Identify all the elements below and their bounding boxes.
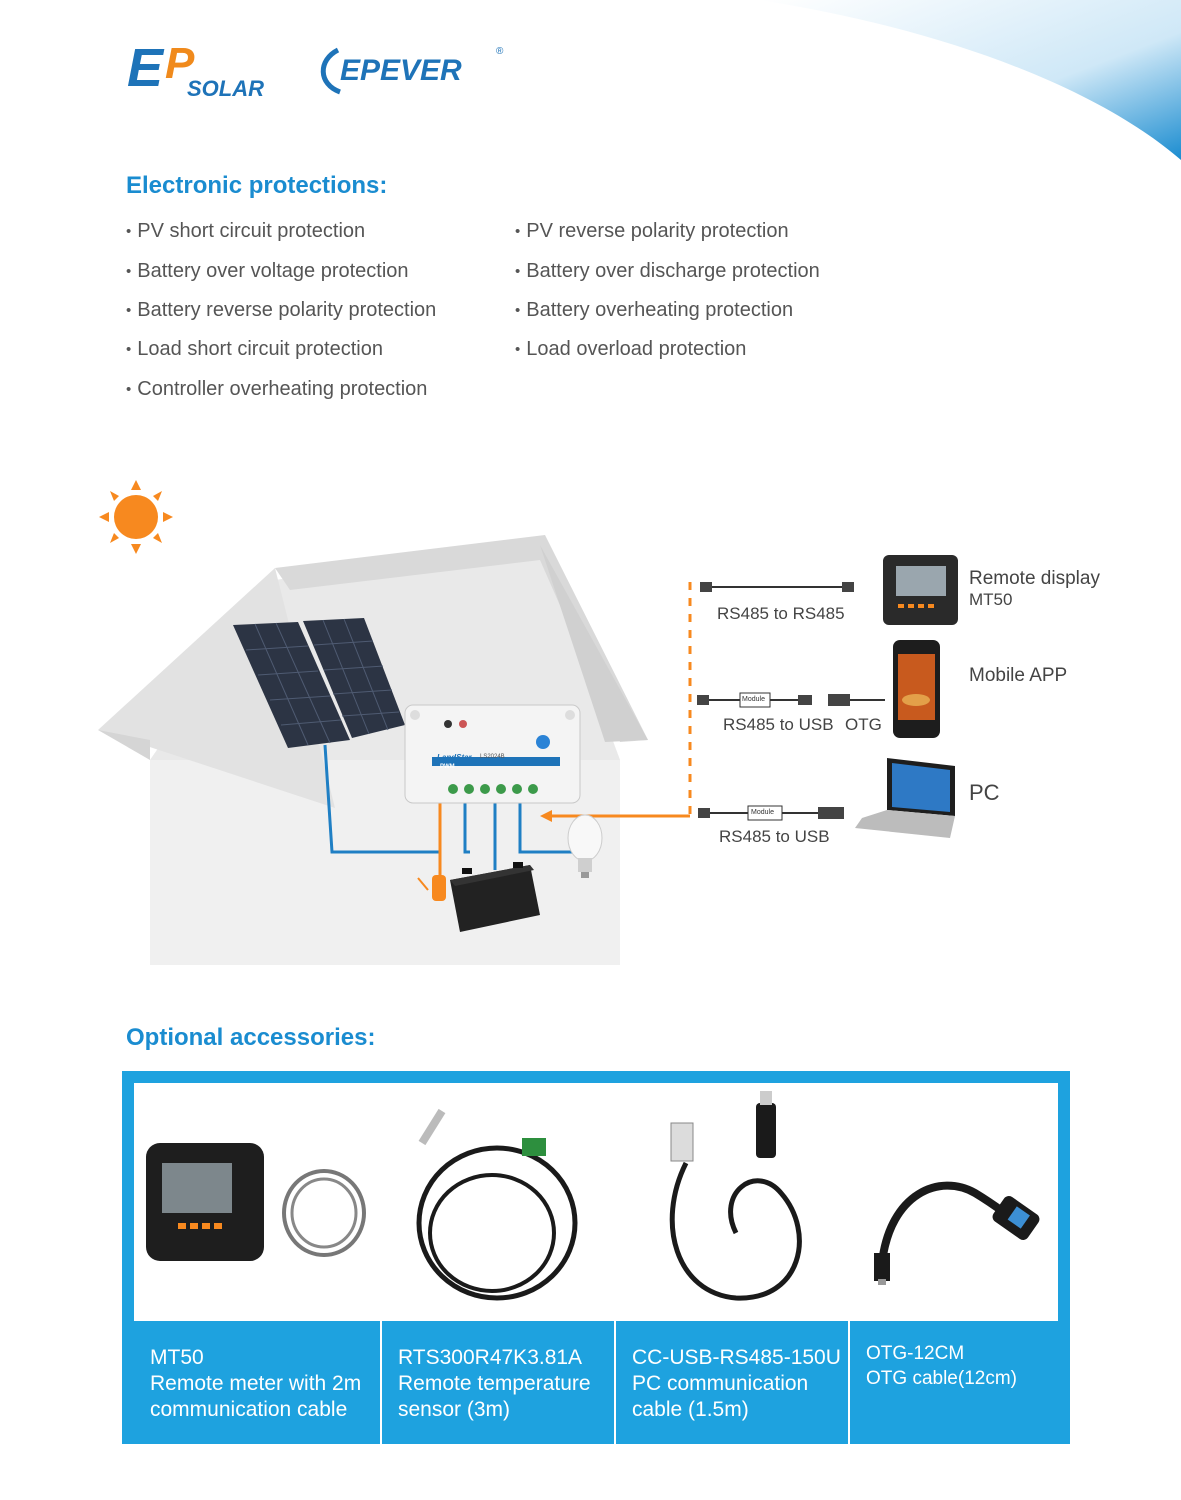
usb-cable-product-image (669, 1091, 802, 1301)
cable-rs485-usb-mobile (697, 692, 885, 708)
otg-cable-product-image (874, 1181, 1040, 1285)
protection-item: Load overload protection (515, 338, 746, 361)
protection-item: Battery overheating protection (515, 299, 793, 322)
accessory-image (850, 1083, 1058, 1321)
temperature-sensor-icon (417, 875, 446, 901)
accessory-text: MT50 Remote meter with 2m communication … (150, 1346, 362, 1421)
accessory-card-rts300: RTS300R47K3.81A Remote temperature senso… (382, 1083, 614, 1432)
accessory-image (616, 1083, 848, 1321)
accessory-card-mt50: MT50 Remote meter with 2m communication … (134, 1083, 380, 1432)
controller-model-label: LS2024B (480, 754, 505, 760)
mobile-phone-device (893, 640, 940, 738)
remote-display-device (883, 555, 958, 625)
solar-panels (233, 618, 405, 748)
svg-text:E: E (127, 38, 165, 98)
epever-logo: EPEVER ® (320, 46, 504, 95)
mt50-product-image (146, 1143, 366, 1261)
cable-rs485-usb-pc (698, 805, 844, 821)
epsolar-logo: E P SOLAR (127, 38, 264, 101)
laptop-device (855, 758, 955, 838)
accessories-panel: MT50 Remote meter with 2m communication … (122, 1071, 1070, 1444)
protection-item: Load short circuit protection (126, 338, 383, 361)
accessory-image (382, 1083, 614, 1321)
cable-label-rs485-usb-mobile: RS485 to USB (723, 715, 834, 734)
device-label-mobile-app: Mobile APP (969, 665, 1068, 686)
device-label-remote-display: Remote display MT50 (969, 568, 1100, 609)
protection-item: PV short circuit protection (126, 220, 365, 243)
controller-strip-label: PWM (440, 764, 455, 770)
svg-text:SOLAR: SOLAR (187, 76, 264, 101)
protection-item: Battery over voltage protection (126, 260, 408, 283)
cable-label-otg: OTG (845, 715, 882, 734)
module-label: Module (751, 809, 774, 816)
svg-text:®: ® (496, 46, 504, 57)
svg-text:EPEVER: EPEVER (340, 54, 462, 87)
accessory-card-otg: OTG-12CM OTG cable(12cm) (850, 1083, 1058, 1432)
accessory-card-cc-usb: CC-USB-RS485-150U PC communication cable… (616, 1083, 848, 1432)
module-label: Module (742, 696, 765, 703)
battery-wire (463, 800, 470, 854)
accessory-divider (614, 1083, 616, 1444)
protection-item: Controller overheating protection (126, 378, 427, 401)
device-label-pc: PC (969, 780, 1000, 805)
temperature-sensor-product-image (416, 1108, 578, 1301)
sun-icon (99, 480, 173, 554)
cable-label-rs485-usb-pc: RS485 to USB (719, 827, 830, 846)
accessory-divider (848, 1083, 850, 1444)
accessory-text: RTS300R47K3.81A Remote temperature senso… (398, 1346, 591, 1421)
accessory-image (134, 1083, 380, 1321)
charge-controller (404, 704, 581, 804)
protection-item: Battery reverse polarity protection (126, 299, 436, 322)
header-swoosh (760, 0, 1181, 160)
accessory-divider (380, 1083, 382, 1444)
protection-item: Battery over discharge protection (515, 260, 820, 283)
protections-heading: Electronic protections: (126, 172, 388, 199)
light-bulb-icon (567, 814, 603, 878)
cable-label-rs485-rs485: RS485 to RS485 (717, 604, 845, 623)
cable-rs485-rs485 (700, 582, 854, 592)
accessory-text: OTG-12CM OTG cable(12cm) (866, 1343, 1017, 1389)
svg-text:P: P (165, 39, 195, 88)
system-diagram (98, 480, 958, 965)
accessories-heading: Optional accessories: (126, 1024, 376, 1051)
accessory-text: CC-USB-RS485-150U PC communication cable… (632, 1346, 841, 1421)
controller-brand-label: LandStar (437, 753, 472, 762)
protection-item: PV reverse polarity protection (515, 220, 788, 243)
battery-illustration (450, 862, 540, 932)
